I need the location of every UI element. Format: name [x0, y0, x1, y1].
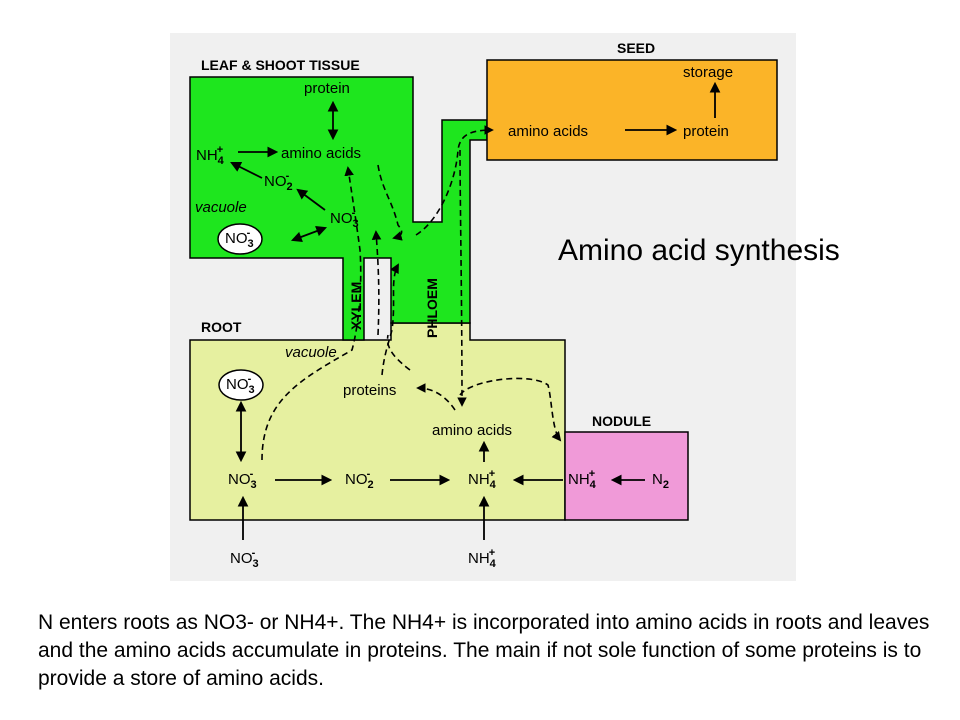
leaf-shoot-heading: LEAF & SHOOT TISSUE — [201, 57, 360, 73]
arrow-leaf-no2-nh4 — [230, 162, 263, 179]
arrow-leaf-vacuole-no3 — [290, 225, 328, 243]
phloem-downflow-path — [457, 149, 467, 407]
leaf-to-phloem-path — [377, 164, 403, 241]
root-no3-label: NO3- — [228, 468, 257, 491]
xylem-label: XYLEM — [348, 282, 364, 330]
soil-nh4-label: NH4+ — [468, 547, 497, 570]
solid-arrows — [230, 81, 721, 540]
seed-amino-acids-label: amino acids — [508, 123, 588, 140]
seed-heading: SEED — [617, 40, 655, 56]
leaf-nh4-label: NH4+ — [196, 144, 225, 167]
nodule-n2-label: N2 — [652, 471, 669, 491]
root-vacuole-no3-label: NO3- — [226, 373, 255, 396]
leaf-no2-label: NO2- — [264, 170, 293, 193]
slide-title: Amino acid synthesis — [558, 234, 840, 267]
root-no2-label: NO2- — [345, 468, 374, 491]
root-amino-acids-label: amino acids — [432, 422, 512, 439]
slide-caption: N enters roots as NO3- or NH4+. The NH4+… — [38, 611, 930, 690]
root-vacuole-label: vacuole — [285, 344, 337, 361]
root-nh4-label: NH4+ — [468, 468, 497, 491]
soil-no3-label: NO3- — [230, 547, 259, 570]
nodule-heading: NODULE — [592, 413, 651, 429]
nodule-to-root-aa-path — [459, 377, 562, 442]
leaf-vacuole-no3-label: NO3- — [225, 227, 254, 250]
root-vacuole-ellipse — [218, 369, 264, 401]
xylem-upflow-path — [261, 166, 362, 461]
root-heading: ROOT — [201, 319, 242, 335]
seed-storage-label: storage — [683, 64, 733, 81]
leaf-no3-label: NO3- — [330, 207, 359, 230]
amino-acid-synthesis-diagram: LEAF & SHOOT TISSUE SEED ROOT NODULE XYL… — [170, 33, 796, 581]
dashed-arrows — [261, 125, 562, 461]
leaf-shoot-region — [189, 76, 488, 341]
leaf-vacuole-label: vacuole — [195, 199, 247, 216]
nodule-nh4-label: NH4+ — [568, 468, 597, 491]
arrow-leaf-no3-no2 — [296, 188, 326, 211]
seed-region — [486, 59, 778, 161]
nodule-region — [564, 431, 689, 521]
root-aa-to-proteins-path — [416, 383, 456, 411]
leaf-amino-acids-label: amino acids — [281, 145, 361, 162]
xylem-branch-path — [371, 230, 382, 336]
leaf-protein-label: protein — [304, 80, 350, 97]
phloem-to-seed-path — [415, 125, 494, 236]
phloem-label: PHLOEM — [424, 278, 440, 338]
seed-protein-label: protein — [683, 123, 729, 140]
root-proteins-label: proteins — [343, 382, 396, 399]
root-aa-to-xylem-path — [386, 334, 411, 371]
leaf-vacuole-ellipse — [217, 223, 263, 255]
